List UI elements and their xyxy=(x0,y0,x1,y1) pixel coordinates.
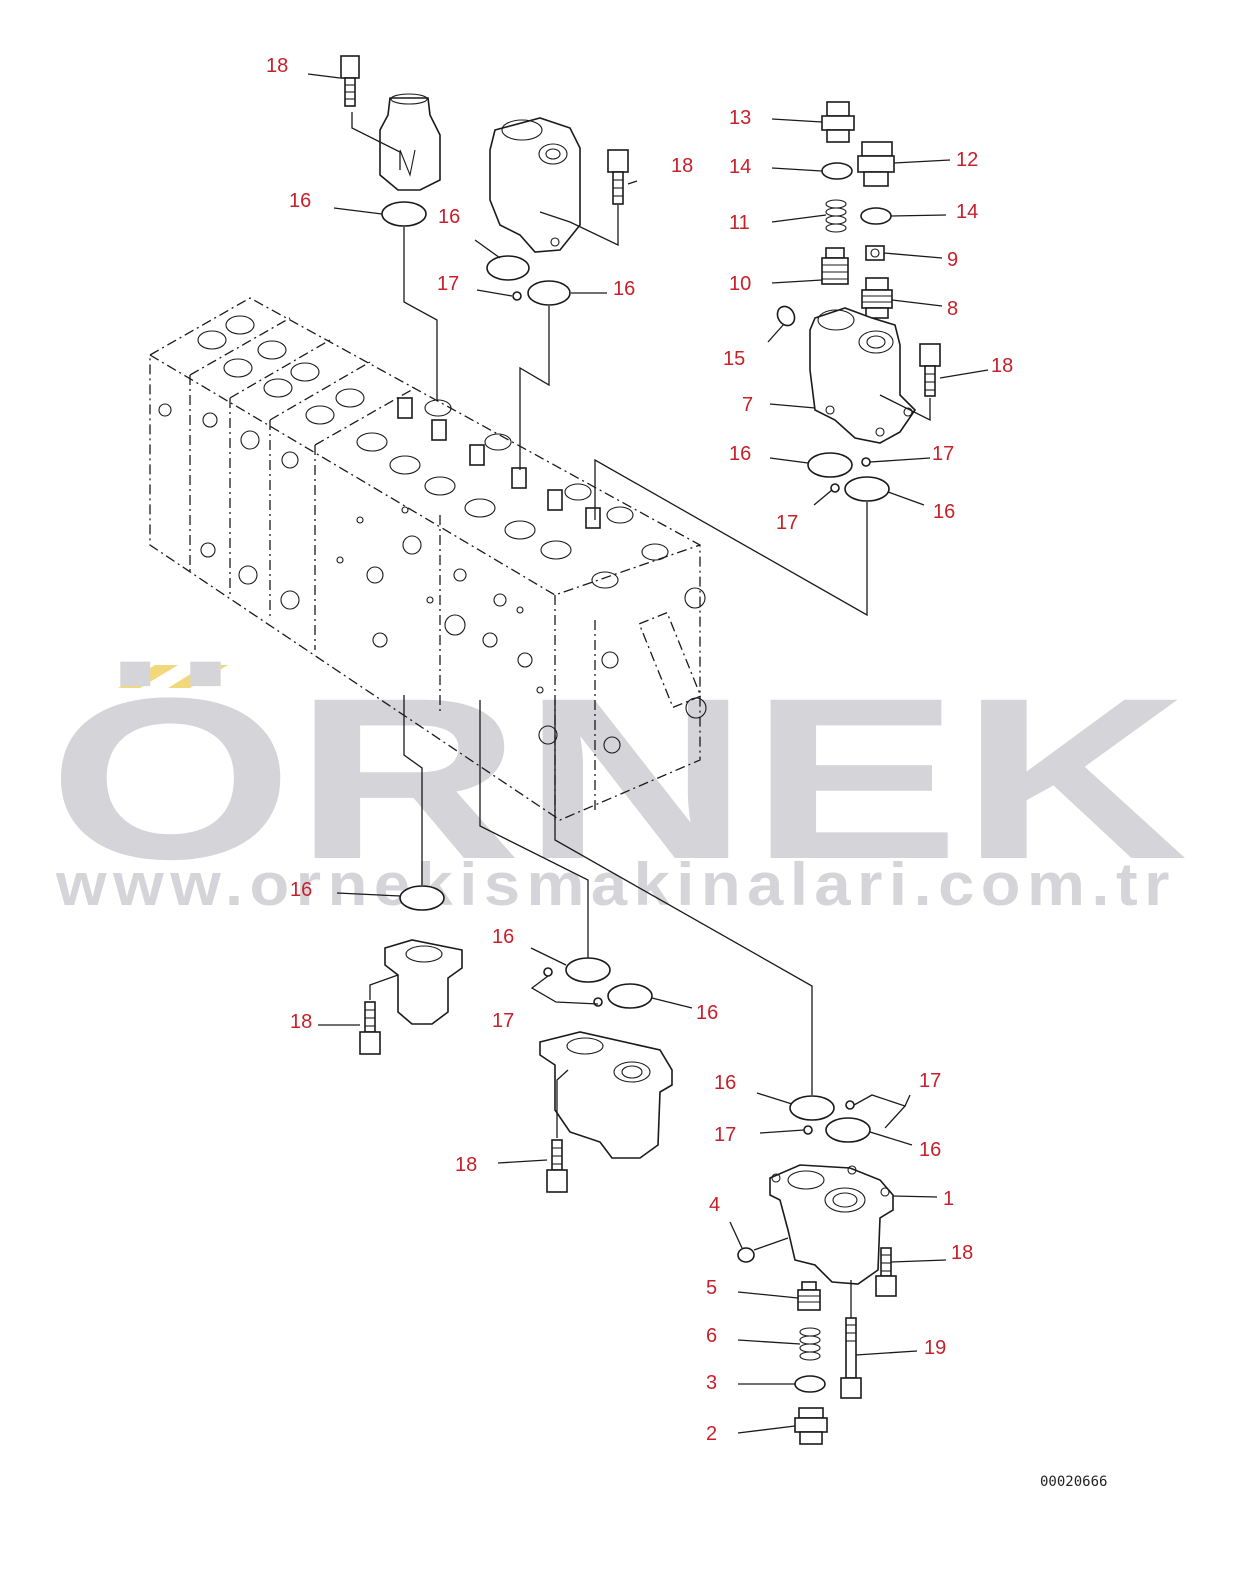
callout-10: 10 xyxy=(729,273,751,295)
cap-screw-18-upper-left xyxy=(340,55,360,107)
plug-12 xyxy=(857,141,895,187)
callout-16-f: 16 xyxy=(290,879,312,901)
lower-pilot-block xyxy=(539,1031,673,1159)
callout-16-i: 16 xyxy=(714,1072,736,1094)
callout-16-a: 16 xyxy=(289,190,311,212)
bolt-19 xyxy=(840,1317,862,1399)
callout-16-c: 16 xyxy=(613,278,635,300)
spool-5 xyxy=(797,1281,821,1311)
pilot-valve-block xyxy=(489,117,581,253)
callout-18-d: 18 xyxy=(290,1011,312,1033)
housing-7 xyxy=(809,307,917,444)
upper-right-parts xyxy=(594,101,941,617)
callout-1: 1 xyxy=(943,1188,954,1210)
cap-screw-18-upper-middle xyxy=(607,149,629,205)
callout-16-g: 16 xyxy=(492,926,514,948)
control-valve-body xyxy=(149,297,707,821)
callout-17-e: 17 xyxy=(919,1070,941,1092)
callout-14-b: 14 xyxy=(956,201,978,223)
callout-4: 4 xyxy=(709,1194,720,1216)
callout-17-a: 17 xyxy=(437,273,459,295)
lower-parts xyxy=(359,695,907,1445)
callout-17-d: 17 xyxy=(492,1010,514,1032)
watermark: ÖRNEK www.ornekismakinalari.com.tr xyxy=(48,650,1188,918)
o-ring-17-lower-middle-a xyxy=(543,967,553,977)
callout-18-e: 18 xyxy=(455,1154,477,1176)
spring-11 xyxy=(825,199,847,233)
o-ring-16-right-b xyxy=(844,476,890,502)
cap-screw-18-lower-middle xyxy=(546,1139,568,1193)
callout-7: 7 xyxy=(742,394,753,416)
valve-body-1 xyxy=(769,1164,894,1285)
callout-15: 15 xyxy=(723,348,745,370)
o-ring-16-right-a xyxy=(807,452,853,478)
cap-screw-18-lower-left xyxy=(359,1001,381,1055)
o-ring-17-lower-right-b xyxy=(803,1125,813,1135)
o-ring-16-lower-left xyxy=(399,885,445,911)
callout-16-b: 16 xyxy=(438,206,460,228)
callout-17-f: 17 xyxy=(714,1124,736,1146)
callout-17-b: 17 xyxy=(932,443,954,465)
o-ring-14-b xyxy=(860,207,892,225)
cap-screw-18-upper-right xyxy=(919,343,941,397)
callout-16-j: 16 xyxy=(919,1139,941,1161)
callout-18-f: 18 xyxy=(951,1242,973,1264)
nut-9 xyxy=(865,245,885,261)
callout-17-c: 17 xyxy=(776,512,798,534)
cap-screw-18-lower-right xyxy=(875,1247,897,1297)
o-ring-16-lower-middle-b xyxy=(607,983,653,1009)
plug-2 xyxy=(794,1407,828,1445)
callout-2: 2 xyxy=(706,1423,717,1445)
o-ring-17-upper-middle xyxy=(512,291,522,301)
callout-18-c: 18 xyxy=(991,355,1013,377)
o-ring-16-upper-middle-a xyxy=(486,255,530,281)
o-ring-16-upper-middle-b xyxy=(527,280,571,306)
callout-9: 9 xyxy=(947,249,958,271)
drawing-code: 00020666 xyxy=(1040,1474,1107,1490)
callout-16-d: 16 xyxy=(729,443,751,465)
watermark-url: www.ornekismakinalari.com.tr xyxy=(55,851,1176,918)
callout-16-e: 16 xyxy=(933,501,955,523)
callout-18-a: 18 xyxy=(266,55,288,77)
callout-18-b: 18 xyxy=(671,155,693,177)
callout-11: 11 xyxy=(729,212,750,234)
o-ring-17-right-a xyxy=(861,457,871,467)
callout-16-h: 16 xyxy=(696,1002,718,1024)
callout-leaders xyxy=(307,73,989,1434)
plug-13 xyxy=(821,101,855,143)
o-ring-17-lower-middle-b xyxy=(593,997,603,1007)
callout-19: 19 xyxy=(924,1337,946,1359)
o-ring-17-right-b xyxy=(830,483,840,493)
upper-left-parts xyxy=(340,55,629,470)
watermark-brand: ÖRNEK xyxy=(48,650,1188,907)
callout-6: 6 xyxy=(706,1325,717,1347)
valve-8 xyxy=(861,277,893,319)
callout-8: 8 xyxy=(947,298,958,320)
o-ring-16-upper-left xyxy=(381,201,427,227)
plug-15 xyxy=(776,305,796,327)
callout-13: 13 xyxy=(729,107,751,129)
callout-14-a: 14 xyxy=(729,156,751,178)
callout-12: 12 xyxy=(956,149,978,171)
o-ring-3 xyxy=(794,1375,826,1393)
callout-5: 5 xyxy=(706,1277,717,1299)
watermark-accent-left xyxy=(118,665,178,688)
watermark-accent-right xyxy=(168,665,228,688)
spring-6 xyxy=(799,1327,821,1361)
o-ring-16-lower-right-a xyxy=(789,1095,835,1121)
plug-4 xyxy=(737,1247,755,1263)
spool-10 xyxy=(821,247,849,285)
callout-labels: 18 16 16 18 17 16 13 12 14 14 11 9 10 8 … xyxy=(266,55,1013,1445)
o-ring-17-lower-right-a xyxy=(845,1100,855,1110)
o-ring-16-lower-middle-a xyxy=(565,957,611,983)
o-ring-16-lower-right-b xyxy=(825,1117,871,1143)
o-ring-14-a xyxy=(821,162,853,180)
valve-cap-housing xyxy=(379,93,441,191)
callout-3: 3 xyxy=(706,1372,717,1394)
lower-cap xyxy=(384,939,463,1025)
